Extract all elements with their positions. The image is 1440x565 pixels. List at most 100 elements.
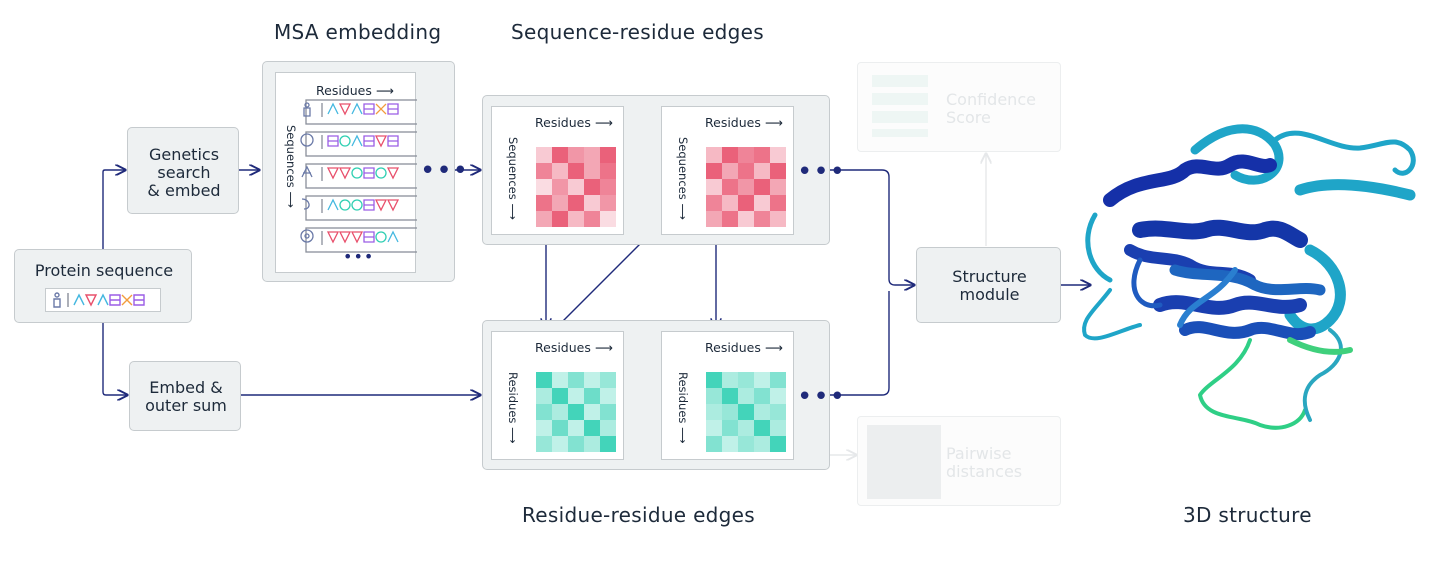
- heatmap-cell: [738, 436, 754, 452]
- confidence-bars-icon: [872, 75, 928, 137]
- heatmap-cell: [706, 388, 722, 404]
- heatmap-cell: [738, 195, 754, 211]
- heatmap-cell: [770, 404, 786, 420]
- structure-module-box: Structure module: [916, 247, 1061, 323]
- heatmap-cell: [568, 163, 584, 179]
- heatmap-cell: [584, 388, 600, 404]
- seq-res-2-sequences-axis: Sequences ⟶: [676, 137, 690, 220]
- heatmap-cell: [706, 211, 722, 227]
- heatmap-cell: [552, 404, 568, 420]
- seq-res-title: Sequence-residue edges: [511, 20, 764, 44]
- heatmap-cell: [600, 163, 616, 179]
- heatmap-cell: [754, 420, 770, 436]
- heatmap-cell: [600, 211, 616, 227]
- heatmap-cell: [706, 372, 722, 388]
- heatmap-cell: [706, 404, 722, 420]
- heatmap-cell: [552, 436, 568, 452]
- pairwise-map-icon: [867, 425, 941, 499]
- seq-res-panel-1: Residues ⟶ Sequences ⟶: [491, 106, 624, 235]
- heatmap-cell: [722, 211, 738, 227]
- msa-panel: Residues ⟶ Sequences ⟶: [275, 72, 417, 273]
- pairwise-distances-box: Pairwise distances: [857, 416, 1061, 506]
- heatmap-cell: [754, 372, 770, 388]
- heatmap-cell: [536, 388, 552, 404]
- heatmap-cell: [584, 163, 600, 179]
- heatmap-cell: [754, 404, 770, 420]
- heatmap-cell: [600, 388, 616, 404]
- seq-res-1-sequences-axis: Sequences ⟶: [506, 137, 520, 220]
- genetics-search-box: Genetics search & embed: [127, 127, 239, 214]
- heatmap-cell: [738, 147, 754, 163]
- heatmap-cell: [722, 163, 738, 179]
- confidence-score-label: Confidence Score: [946, 90, 1036, 127]
- heatmap-cell: [584, 211, 600, 227]
- heatmap-cell: [706, 179, 722, 195]
- seq-res-panel-2: Residues ⟶ Sequences ⟶: [661, 106, 794, 235]
- heatmap-cell: [722, 179, 738, 195]
- heatmap-cell: [536, 372, 552, 388]
- heatmap-cell: [754, 436, 770, 452]
- heatmap-cell: [552, 388, 568, 404]
- msa-residues-axis: Residues ⟶: [316, 83, 394, 98]
- pairwise-distances-label: Pairwise distances: [946, 444, 1023, 481]
- heatmap-cell: [722, 147, 738, 163]
- res-res-2-residues-v-axis: Residues ⟶: [676, 372, 690, 444]
- heatmap-cell: [722, 420, 738, 436]
- heatmap-cell: [770, 195, 786, 211]
- heatmap-cell: [738, 420, 754, 436]
- heatmap-cell: [754, 388, 770, 404]
- heatmap-cell: [536, 147, 552, 163]
- res-res-1-residues-v-axis: Residues ⟶: [506, 372, 520, 444]
- arrow-protein-genetics: [102, 170, 125, 250]
- heatmap-cell: [536, 195, 552, 211]
- structure-title: 3D structure: [1183, 503, 1312, 527]
- heatmap-cell: [754, 211, 770, 227]
- msa-title: MSA embedding: [274, 20, 442, 44]
- heatmap-cell: [568, 388, 584, 404]
- protein-sequence-label: Protein sequence: [34, 261, 174, 280]
- heatmap-cell: [722, 388, 738, 404]
- heatmap-cell: [770, 147, 786, 163]
- heatmap-cell: [584, 436, 600, 452]
- heatmap-cell: [600, 195, 616, 211]
- seq-res-1-heatmap: [536, 147, 616, 227]
- heatmap-cell: [568, 195, 584, 211]
- heatmap-cell: [754, 147, 770, 163]
- embed-outer-sum-box: Embed & outer sum: [129, 361, 241, 431]
- heatmap-cell: [706, 436, 722, 452]
- heatmap-cell: [552, 163, 568, 179]
- heatmap-cell: [754, 195, 770, 211]
- res-res-edges-box: Residues ⟶ Residues ⟶ Residues ⟶ Residue…: [482, 320, 845, 470]
- heatmap-cell: [600, 420, 616, 436]
- heatmap-cell: [568, 179, 584, 195]
- heatmap-cell: [770, 372, 786, 388]
- heatmap-cell: [706, 147, 722, 163]
- heatmap-cell: [584, 372, 600, 388]
- embed-outer-sum-label: Embed & outer sum: [145, 378, 227, 415]
- seq-res-1-residues-axis: Residues ⟶: [535, 115, 613, 130]
- seq-res-more: •••: [797, 157, 847, 187]
- heatmap-cell: [722, 436, 738, 452]
- heatmap-cell: [706, 420, 722, 436]
- heatmap-cell: [536, 404, 552, 420]
- heatmap-cell: [770, 211, 786, 227]
- heatmap-cell: [568, 211, 584, 227]
- protein-sequence-box: Protein sequence: [14, 249, 192, 323]
- heatmap-cell: [722, 195, 738, 211]
- sequence-glyphs-icon: [53, 292, 145, 308]
- heatmap-cell: [584, 147, 600, 163]
- heatmap-cell: [770, 388, 786, 404]
- seq-res-2-residues-axis: Residues ⟶: [705, 115, 783, 130]
- heatmap-cell: [536, 436, 552, 452]
- res-res-more: •••: [797, 382, 847, 412]
- heatmap-cell: [552, 147, 568, 163]
- arrow-diagonal-up: [553, 228, 656, 331]
- seq-res-edges-box: Residues ⟶ Sequences ⟶ Residues ⟶ Sequen…: [482, 95, 845, 245]
- heatmap-cell: [584, 404, 600, 420]
- heatmap-cell: [738, 372, 754, 388]
- confidence-score-box: Confidence Score: [857, 62, 1061, 152]
- arrow-resres-structure: [830, 291, 890, 396]
- res-res-2-residues-axis: Residues ⟶: [705, 340, 783, 355]
- heatmap-cell: [600, 179, 616, 195]
